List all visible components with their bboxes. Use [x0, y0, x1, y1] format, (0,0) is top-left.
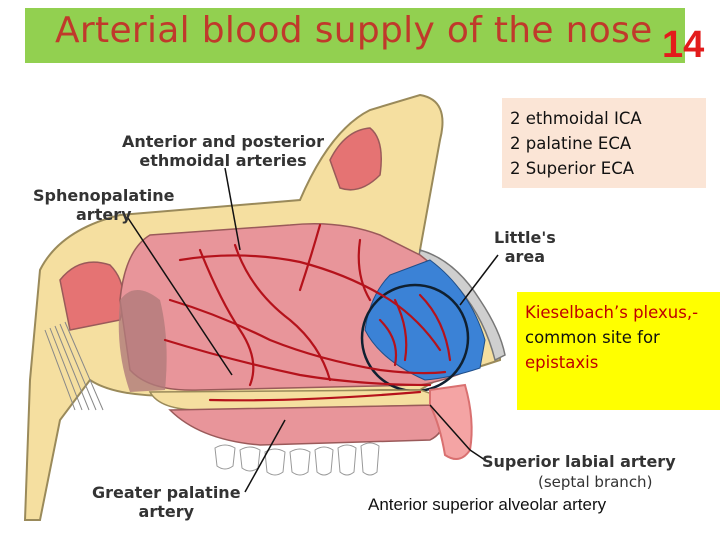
posterior-fibers [44, 321, 104, 411]
label-greater-palatine-artery: Greater palatine artery [92, 483, 241, 521]
title-bar [25, 8, 685, 63]
callout-term: Kieselbach’s plexus,- [525, 303, 699, 322]
label-ethmoidal-arteries: Anterior and posterior ethmoidal arterie… [122, 132, 324, 170]
label-greater-palatine-line2: artery [138, 502, 195, 521]
label-sphenopalatine-artery: Sphenopalatine artery [33, 186, 175, 224]
posterior-shadow [118, 290, 167, 392]
label-littles-line1: Little's [494, 228, 556, 247]
slide-number: 14 [662, 24, 705, 66]
callout-rest: common site for [525, 328, 660, 347]
label-superior-labial-artery: Superior labial artery [482, 452, 676, 471]
leader-lines [127, 167, 499, 493]
callout-keyword: epistaxis [525, 353, 599, 372]
label-littles-line2: area [504, 247, 546, 266]
upper-lip [429, 383, 473, 460]
label-greater-palatine-line1: Greater palatine [92, 483, 241, 502]
arteries [163, 223, 452, 402]
label-sphenopalatine-line1: Sphenopalatine [33, 186, 175, 205]
summary-line-ethmoidal: 2 ethmoidal ICA [510, 109, 642, 128]
label-sphenopalatine-line2: artery [76, 205, 132, 224]
slide-title: Arterial blood supply of the nose [55, 10, 653, 51]
label-ethmoidal-line1: Anterior and posterior [122, 132, 325, 151]
sphenoid-sinus [59, 261, 125, 331]
label-littles-area: Little's area [494, 228, 556, 266]
frontal-sinus [329, 127, 382, 191]
summary-line-superior: 2 Superior ECA [510, 159, 635, 178]
oral-mucosa [168, 404, 445, 446]
kieselbach-callout: Kieselbach’s plexus,- common site for ep… [517, 292, 720, 410]
summary-line-palatine: 2 palatine ECA [510, 134, 632, 153]
blood-supply-summary-box: 2 ethmoidal ICA 2 palatine ECA 2 Superio… [502, 98, 706, 188]
caption-alveolar-artery: Anterior superior alveolar artery [368, 495, 607, 514]
label-septal-branch: (septal branch) [538, 473, 653, 491]
teeth [214, 442, 380, 476]
label-ethmoidal-line2: ethmoidal arteries [139, 151, 307, 170]
